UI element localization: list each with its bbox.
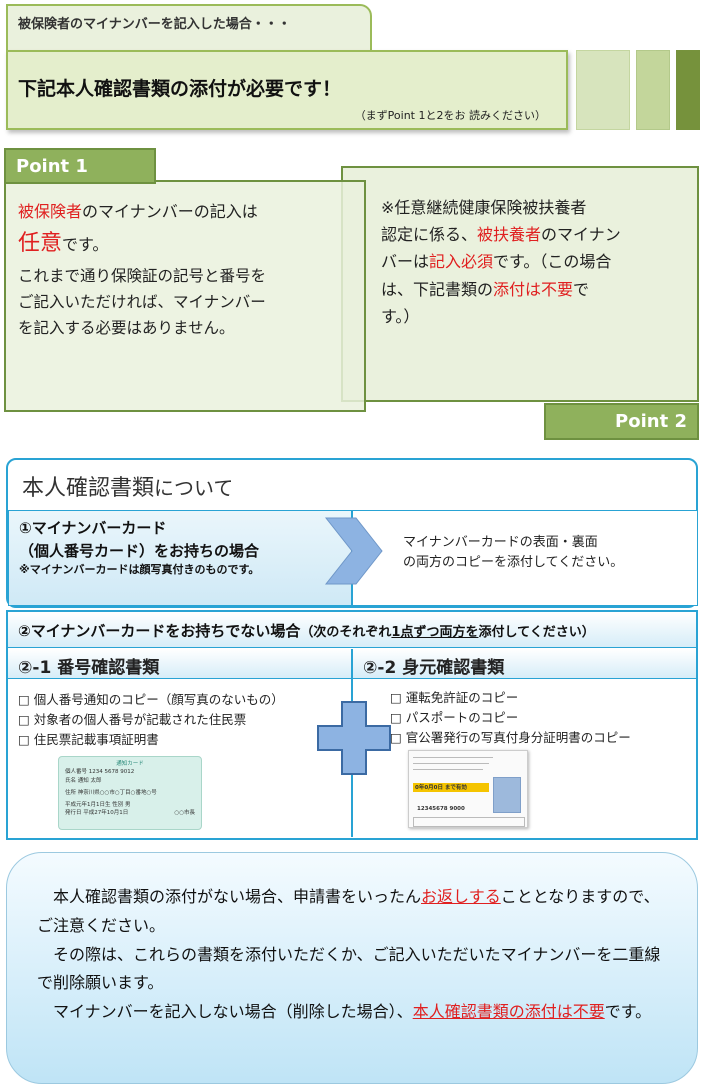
header-tab: 被保険者のマイナンバーを記入した場合・・・ <box>6 4 372 56</box>
point1-line1: 被保険者のマイナンバーの記入は <box>18 202 258 221</box>
notice-para3: マイナンバーを記入しない場合（削除した場合）、本人確認書類の添付は不要です。 <box>53 1002 652 1022</box>
deco-square-2 <box>636 50 670 130</box>
identity-docs-title: ②-2 身元確認書類 <box>353 649 696 679</box>
point2-line4: は、下記書類の添付は不要で <box>381 279 590 299</box>
card-case-line2: （個人番号カード）をお持ちの場合 <box>19 541 260 560</box>
section-title: 本人確認書類について <box>22 476 234 501</box>
point2-line3: バーは記入必須です。（この場合 <box>381 252 612 272</box>
list-item: 対象者の個人番号が記載された住民票 <box>18 710 338 730</box>
chevron-right-icon <box>324 517 383 585</box>
main-banner: 下記本人確認書類の添付が必要です！ （まずPoint 1と2をお 読みください） <box>6 50 568 130</box>
card-case-line1: ①マイナンバーカード <box>19 519 167 537</box>
point1-line4: ご記入いただければ、マイナンバー <box>18 292 266 311</box>
deco-square-3 <box>676 50 700 130</box>
card-case-note: ※マイナンバーカードは顔写真付きのものです。 <box>19 563 260 576</box>
list-item: 運転免許証のコピー <box>390 688 690 708</box>
card-instruction: マイナンバーカードの表面・裏面 の両方のコピーを添付してください。 <box>352 510 698 606</box>
identity-docs-list: 運転免許証のコピー パスポートのコピー 官公署発行の写真付身分証明書のコピー <box>390 688 690 748</box>
point1-label: Point 1 <box>4 148 156 184</box>
point2-line2: 認定に係る、被扶養者のマイナン <box>381 225 621 245</box>
point1-line3: これまで通り保険証の記号と番号を <box>18 266 267 285</box>
point1-line5: を記入する必要はありません。 <box>18 319 235 338</box>
number-docs-title: ②-1 番号確認書類 <box>8 649 351 679</box>
card-instruction-line1: マイナンバーカードの表面・裏面 <box>403 535 598 550</box>
license-image: 0年0月0日 まで有効 12345678 9000 <box>408 750 528 828</box>
point1-line2: 任意です。 <box>18 231 109 257</box>
notice-box: 本人確認書類の添付がない場合、申請書をいったんお返しすることとなりますので、ご注… <box>6 852 698 1084</box>
header-tab-text: 被保険者のマイナンバーを記入した場合・・・ <box>18 17 291 32</box>
notice-para2: その際は、これらの書類を添付いただくか、ご記入いただいたマイナンバーを二重線で削… <box>37 944 661 993</box>
point2-box: ※任意継続健康保険被扶養者 認定に係る、被扶養者のマイナン バーは記入必須です。… <box>341 166 699 402</box>
banner-subtitle: （まずPoint 1と2をお 読みください） <box>354 109 546 122</box>
point2-line5: す。） <box>381 306 420 326</box>
list-item: 住民票記載事項証明書 <box>18 730 338 750</box>
notice-para1: 本人確認書類の添付がない場合、申請書をいったんお返しすることとなりますので、ご注… <box>37 887 660 935</box>
deco-square-1 <box>576 50 630 130</box>
no-card-heading: ②マイナンバーカードをお持ちでない場合（次のそれぞれ1点ずつ両方を添付してくださ… <box>8 612 696 648</box>
plus-icon <box>317 701 391 775</box>
card-instruction-line2: の両方のコピーを添付してください。 <box>403 555 624 571</box>
list-item: 官公署発行の写真付身分証明書のコピー <box>390 728 690 748</box>
point2-line1: ※任意継続健康保険被扶養者 <box>381 198 587 217</box>
point1-box: 被保険者のマイナンバーの記入は 任意です。 これまで通り保険証の記号と番号を ご… <box>4 180 366 412</box>
mynumber-card-case: ①マイナンバーカード （個人番号カード）をお持ちの場合 ※マイナンバーカードは顔… <box>8 510 352 606</box>
number-docs-list: 個人番号通知のコピー（顔写真のないもの） 対象者の個人番号が記載された住民票 住… <box>18 690 338 750</box>
banner-title: 下記本人確認書類の添付が必要です！ <box>18 78 342 100</box>
list-item: パスポートのコピー <box>390 708 690 728</box>
point2-label: Point 2 <box>544 403 699 440</box>
notification-card-image: 通知カード 個人番号 1234 5678 9012 氏名 通知 太郎 住所 神奈… <box>58 756 202 830</box>
list-item: 個人番号通知のコピー（顔写真のないもの） <box>18 690 338 710</box>
